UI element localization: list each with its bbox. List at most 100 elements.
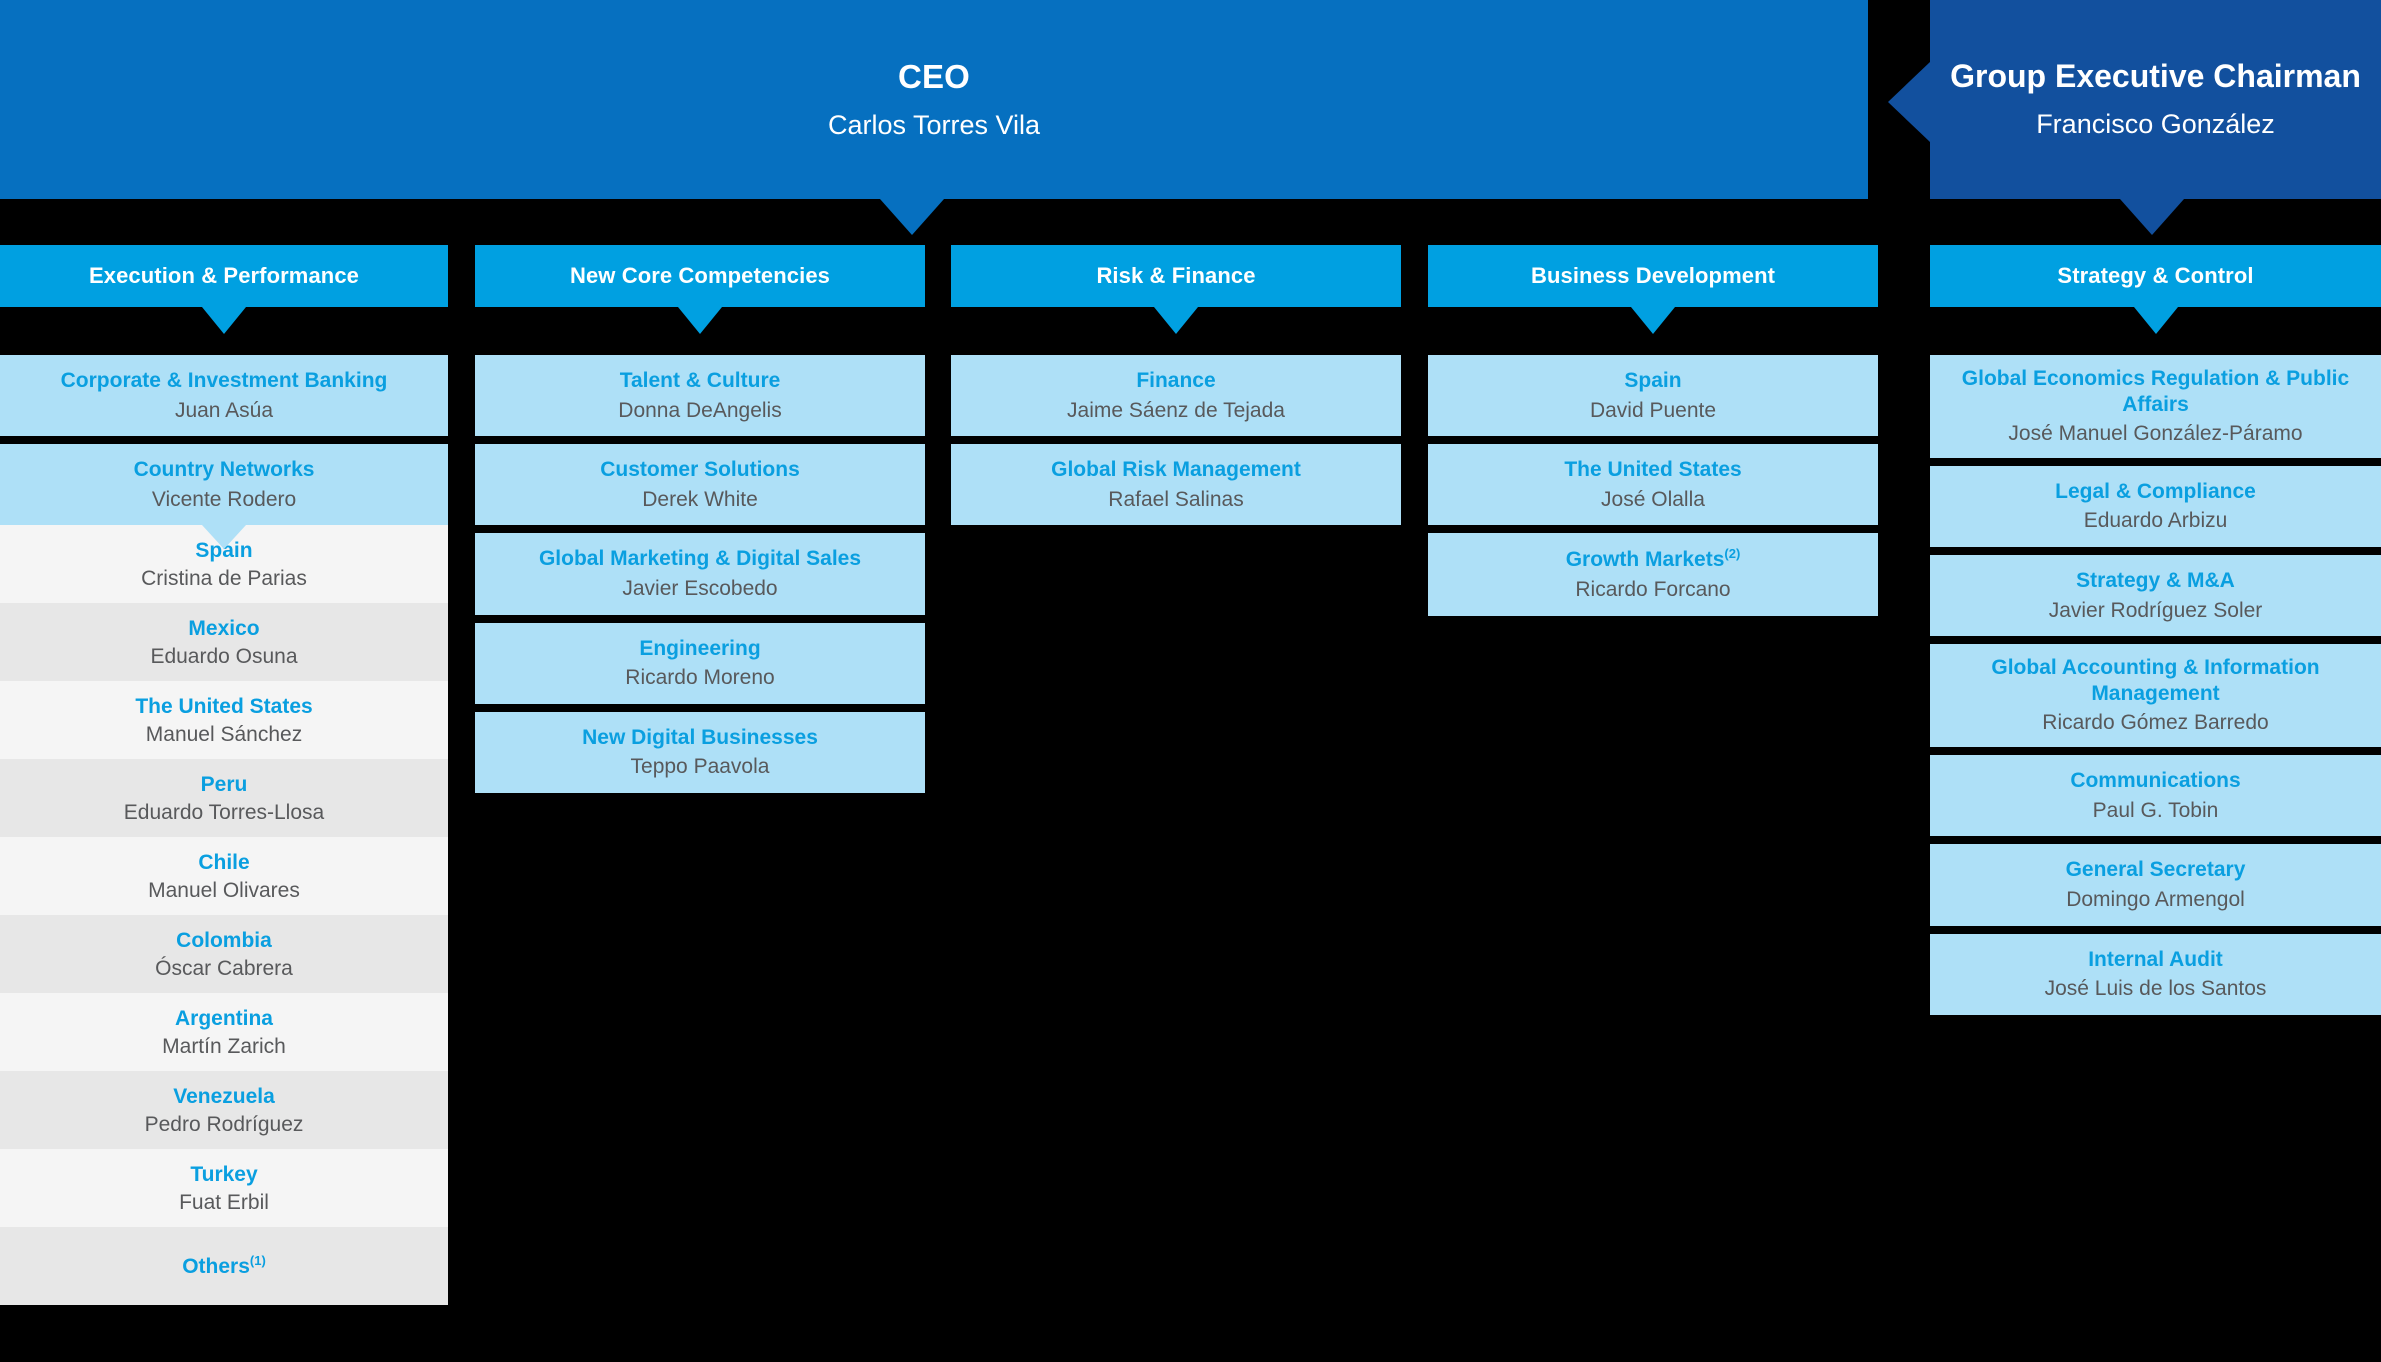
country-head-name: Eduardo Osuna: [150, 644, 298, 668]
country-title: Turkey: [190, 1162, 258, 1186]
org-card-title: Engineering: [639, 636, 761, 660]
column-down-arrow-icon: [678, 307, 722, 334]
column-down-arrow-icon: [2133, 307, 2178, 334]
org-card-name: Paul G. Tobin: [2092, 798, 2219, 822]
org-card-title: Growth Markets(2): [1565, 546, 1741, 572]
org-card-title: Communications: [2070, 769, 2241, 793]
org-card-name: Juan Asúa: [174, 398, 274, 422]
chairman-box[interactable]: Group Executive Chairman Francisco Gonzá…: [1930, 0, 2381, 199]
org-card[interactable]: Growth Markets(2) Ricardo Forcano: [1428, 533, 1878, 616]
country-row[interactable]: Others(1): [0, 1227, 448, 1306]
column-header-new-core-competencies[interactable]: New Core Competencies: [475, 245, 925, 334]
column-header-execution-performance[interactable]: Execution & Performance: [0, 245, 448, 334]
country-title: Others(1): [182, 1253, 266, 1279]
column-header-label: Risk & Finance: [1096, 263, 1256, 288]
org-card-title: Internal Audit: [2088, 947, 2223, 971]
org-card-name: Javier Rodríguez Soler: [2048, 598, 2263, 622]
org-card-name: Ricardo Moreno: [625, 666, 775, 690]
org-card-name: Ricardo Forcano: [1575, 578, 1731, 602]
org-card-name: José Luis de los Santos: [2044, 977, 2267, 1001]
org-card[interactable]: Strategy & M&A Javier Rodríguez Soler: [1930, 555, 2381, 637]
org-card-title: Talent & Culture: [619, 369, 781, 392]
org-card-title: Strategy & M&A: [2076, 569, 2235, 593]
column-header-risk-finance[interactable]: Risk & Finance: [951, 245, 1401, 334]
org-card-title: Global Economics Regulation & Public Aff…: [1961, 367, 2350, 416]
country-head-name: Manuel Olivares: [148, 878, 300, 902]
country-head-name: Óscar Cabrera: [155, 956, 293, 980]
card-list: Global Economics Regulation & Public Aff…: [1930, 355, 2381, 1015]
column-header-business-development[interactable]: Business Development: [1428, 245, 1878, 334]
country-head-name: Fuat Erbil: [179, 1190, 269, 1214]
org-card-title: Global Marketing & Digital Sales: [538, 547, 862, 571]
org-card-name: Donna DeAngelis: [618, 398, 782, 422]
org-card[interactable]: Global Economics Regulation & Public Aff…: [1930, 355, 2381, 458]
country-title: Colombia: [176, 928, 272, 952]
column-header-label: Strategy & Control: [2057, 263, 2254, 288]
country-title: Venezuela: [173, 1084, 275, 1108]
ceo-box[interactable]: CEO Carlos Torres Vila: [0, 0, 1868, 199]
column-header-strategy-control[interactable]: Strategy & Control: [1930, 245, 2381, 334]
org-card-title: Global Accounting & Information Manageme…: [1991, 656, 2320, 705]
card-down-arrow-icon: [202, 525, 246, 550]
org-card-name: José Olalla: [1601, 487, 1705, 511]
org-card-title: Global Risk Management: [1051, 458, 1301, 482]
org-card[interactable]: Global Accounting & Information Manageme…: [1930, 644, 2381, 748]
org-card-title: Finance: [1136, 369, 1216, 392]
country-title: The United States: [135, 694, 313, 718]
executive-top-row: CEO Carlos Torres Vila Group Executive C…: [0, 0, 2381, 235]
org-card-name: Javier Escobedo: [622, 577, 778, 601]
country-head-name: Cristina de Parias: [141, 566, 307, 590]
ceo-name: Carlos Torres Vila: [827, 109, 1041, 140]
column-header-label: Business Development: [1530, 263, 1776, 288]
column-down-arrow-icon: [1154, 307, 1198, 334]
org-card-name: Eduardo Arbizu: [2083, 509, 2228, 533]
org-card-title: Country Networks: [133, 458, 315, 482]
country-title: Peru: [200, 772, 248, 796]
org-card-title: The United States: [1564, 458, 1742, 482]
org-card-name: Vicente Rodero: [151, 487, 297, 511]
footnote-marker: (1): [249, 1253, 266, 1269]
country-head-name: Manuel Sánchez: [145, 722, 303, 746]
column-header-label: Execution & Performance: [88, 263, 360, 288]
org-card-name: Ricardo Gómez Barredo: [2042, 711, 2269, 735]
org-card-title: New Digital Businesses: [582, 725, 818, 749]
ceo-title: CEO: [897, 58, 971, 95]
org-card-name: Teppo Paavola: [630, 755, 770, 779]
chairman-name: Francisco González: [2036, 109, 2275, 140]
country-title: Chile: [198, 850, 250, 874]
ceo-down-arrow-icon: [880, 199, 944, 235]
org-card-name: Derek White: [642, 487, 758, 511]
